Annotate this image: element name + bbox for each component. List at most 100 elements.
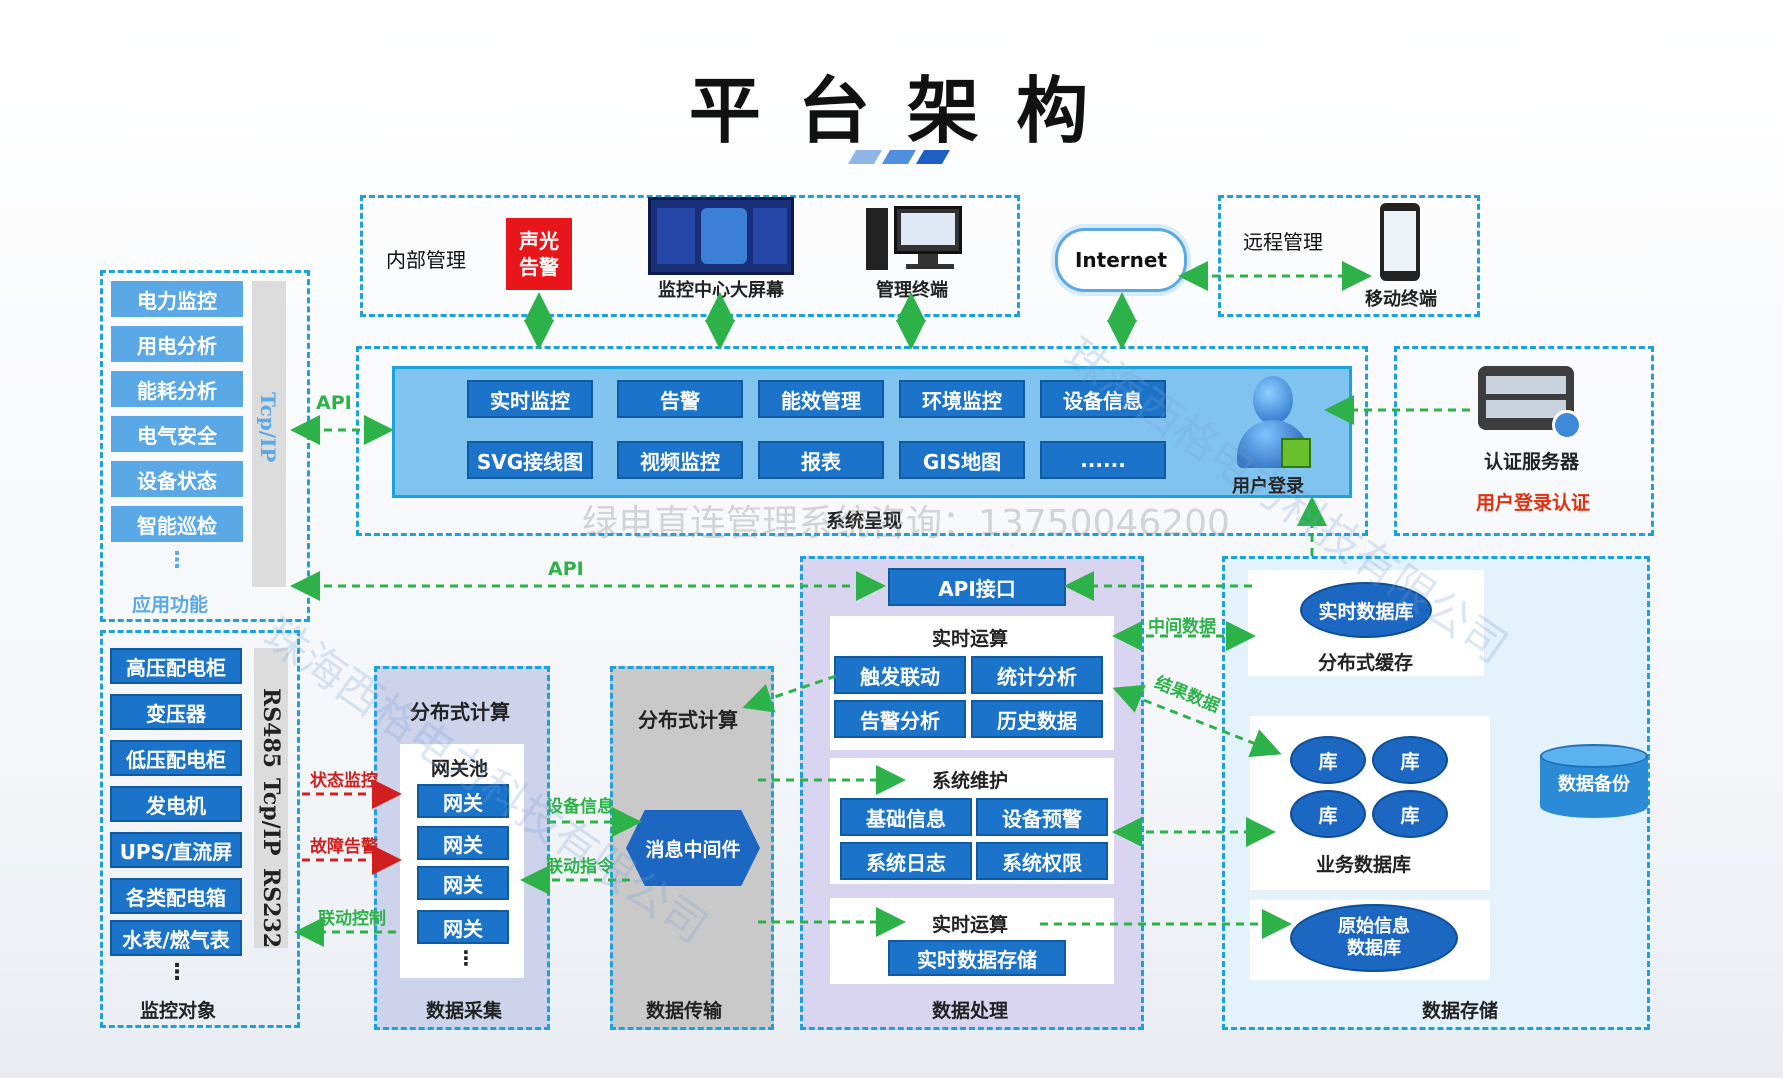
app-protocol-bar: [252, 281, 286, 587]
auth-server-label: 认证服务器: [1484, 451, 1580, 473]
login-auth-label: 用户登录认证: [1476, 492, 1591, 514]
gateway-4[interactable]: 网关: [417, 910, 509, 944]
user-login-label: 用户登录: [1232, 476, 1304, 497]
raw-info-database[interactable]: 原始信息 数据库: [1290, 904, 1458, 972]
module-environment-monitor[interactable]: 环境监控: [899, 380, 1025, 418]
monitor-screen-label: 监控中心大屏幕: [658, 280, 784, 301]
monitor-lv-cabinet[interactable]: 低压配电柜: [110, 740, 242, 776]
monitor-transformer[interactable]: 变压器: [110, 694, 242, 730]
app-item-power-monitor[interactable]: 电力监控: [111, 281, 243, 317]
status-monitor-label: 状态监控: [310, 771, 378, 791]
statistics-analysis[interactable]: 统计分析: [971, 656, 1103, 694]
data-storage-label: 数据存储: [1422, 1000, 1499, 1022]
basic-info[interactable]: 基础信息: [840, 798, 972, 836]
app-functions-box: [100, 270, 310, 622]
internet-cloud-icon: Internet: [1055, 228, 1187, 292]
management-terminal-label: 管理终端: [876, 280, 948, 301]
app-item-electrical-safety[interactable]: 电气安全: [111, 416, 243, 452]
user-login-icon[interactable]: [1235, 374, 1311, 470]
business-db-panel: [1250, 716, 1490, 890]
protocol-rs232: RS232: [258, 868, 284, 949]
module-more[interactable]: ......: [1040, 441, 1166, 479]
protocol-tcpip: Tcp/IP: [258, 778, 284, 856]
system-maintenance-title: 系统维护: [932, 770, 1009, 792]
auth-server-box: [1394, 346, 1654, 536]
auth-server-icon: [1478, 366, 1582, 440]
module-svg-diagram[interactable]: SVG接线图: [467, 441, 593, 479]
api-interface[interactable]: API接口: [888, 568, 1066, 606]
internal-management-box: [360, 195, 1020, 317]
watermark-contact: 绿电直连管理系统咨询：13750046200: [582, 503, 1230, 544]
system-presentation-label: 系统呈现: [826, 510, 903, 532]
monitor-objects-label: 监控对象: [140, 1000, 217, 1022]
data-transfer-label: 数据传输: [646, 1000, 723, 1022]
monitor-screen-icon: [648, 197, 794, 275]
fault-alarm-label: 故障告警: [310, 837, 378, 857]
system-permission[interactable]: 系统权限: [976, 842, 1108, 880]
history-data[interactable]: 历史数据: [971, 700, 1103, 738]
app-item-energy-analysis[interactable]: 能耗分析: [111, 371, 243, 407]
mid-data-label: 中间数据: [1148, 617, 1216, 637]
module-gis-map[interactable]: GIS地图: [899, 441, 1025, 479]
data-backup-label: 数据备份: [1558, 774, 1630, 795]
app-item-device-status[interactable]: 设备状态: [111, 461, 243, 497]
business-db-label: 业务数据库: [1316, 854, 1412, 876]
transfer-title: 分布式计算: [638, 708, 738, 732]
monitor-meter[interactable]: 水表/燃气表: [110, 920, 242, 956]
management-terminal-icon: [866, 206, 966, 270]
app-item-smart-inspection[interactable]: 智能巡检: [111, 506, 243, 542]
system-log[interactable]: 系统日志: [840, 842, 972, 880]
app-dots: ⋮: [166, 548, 188, 573]
module-energy-management[interactable]: 能效管理: [758, 380, 884, 418]
data-backup-icon[interactable]: 数据备份: [1540, 744, 1650, 818]
mobile-terminal-label: 移动终端: [1365, 289, 1437, 310]
lib-1[interactable]: 库: [1290, 736, 1366, 784]
module-video-monitor[interactable]: 视频监控: [617, 441, 743, 479]
monitor-distribution-box[interactable]: 各类配电箱: [110, 878, 242, 914]
lib-4[interactable]: 库: [1372, 790, 1448, 838]
lib-2[interactable]: 库: [1372, 736, 1448, 784]
app-functions-label: 应用功能: [132, 594, 209, 616]
page-title: 平 台 架 构: [688, 69, 1095, 153]
app-protocol-label: Tcp/IP: [256, 392, 280, 463]
gateway-pool-label: 网关池: [431, 758, 489, 780]
realtime-database[interactable]: 实时数据库: [1300, 582, 1432, 638]
linkage-command-label: 联动指令: [546, 857, 614, 877]
realtime-compute-title: 实时运算: [932, 628, 1009, 650]
api-top-label: API: [316, 392, 352, 414]
api-bottom-label: API: [548, 558, 584, 580]
app-item-usage-analysis[interactable]: 用电分析: [111, 326, 243, 362]
module-report[interactable]: 报表: [758, 441, 884, 479]
gateway-dots: ⋮: [456, 946, 476, 970]
gateway-2[interactable]: 网关: [417, 826, 509, 860]
gateway-3[interactable]: 网关: [417, 866, 509, 900]
monitor-generator[interactable]: 发电机: [110, 786, 242, 822]
module-device-info[interactable]: 设备信息: [1040, 380, 1166, 418]
gateway-1[interactable]: 网关: [417, 784, 509, 818]
data-processing-label: 数据处理: [932, 1000, 1009, 1022]
distributed-cache-label: 分布式缓存: [1318, 652, 1414, 674]
module-alarm[interactable]: 告警: [617, 380, 743, 418]
device-info-label: 设备信息: [546, 797, 614, 817]
trigger-linkage[interactable]: 触发联动: [834, 656, 966, 694]
internal-management-label: 内部管理: [386, 248, 466, 272]
device-warning[interactable]: 设备预警: [976, 798, 1108, 836]
remote-management-label: 远程管理: [1243, 230, 1323, 254]
alarm-analysis[interactable]: 告警分析: [834, 700, 966, 738]
monitor-ups[interactable]: UPS/直流屏: [110, 832, 242, 868]
collection-title: 分布式计算: [410, 700, 510, 724]
alarm-button[interactable]: 声光 告警: [506, 218, 572, 290]
linkage-control-label: 联动控制: [318, 909, 386, 929]
lib-3[interactable]: 库: [1290, 790, 1366, 838]
monitor-protocol-bar: [254, 648, 288, 948]
data-collection-label: 数据采集: [426, 1000, 503, 1022]
monitor-objects-box: [100, 630, 300, 1028]
monitor-dots: ⋮: [166, 960, 188, 985]
monitor-hv-cabinet[interactable]: 高压配电柜: [110, 648, 242, 684]
remote-management-box: [1218, 195, 1480, 317]
mobile-phone-icon: [1380, 203, 1420, 281]
module-realtime-monitor[interactable]: 实时监控: [467, 380, 593, 418]
realtime-data-storage[interactable]: 实时数据存储: [888, 940, 1066, 976]
message-middleware[interactable]: 消息中间件: [626, 810, 760, 886]
